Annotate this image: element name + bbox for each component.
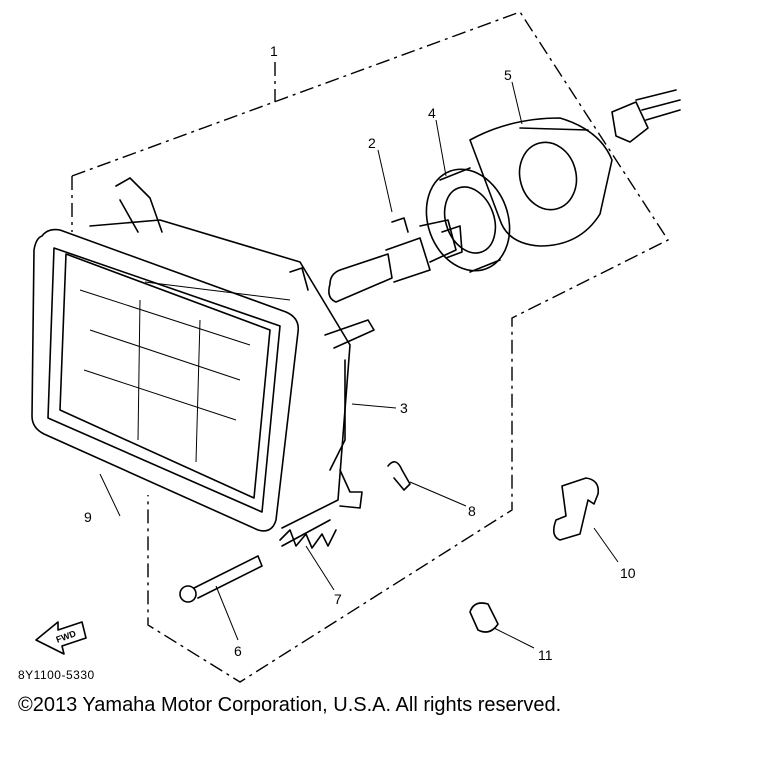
callout-7: 7: [334, 591, 342, 607]
callout-1: 1: [270, 43, 278, 59]
callout-11: 11: [538, 647, 553, 663]
fwd-arrow-icon: FWD: [35, 621, 87, 655]
diagram-code: 8Y1100-5330: [18, 668, 95, 682]
leader-lines: [99, 81, 619, 649]
lens: [79, 281, 291, 463]
callout-10: 10: [620, 565, 636, 581]
callout-4: 4: [428, 105, 436, 121]
callout-6: 6: [234, 643, 242, 659]
callout-9: 9: [84, 509, 92, 525]
bulb: [328, 217, 463, 303]
dust-cover: [469, 117, 613, 247]
clip-small: [469, 602, 499, 633]
callout-2: 2: [368, 135, 376, 151]
callout-3: 3: [400, 400, 408, 416]
bulb-holder: [425, 167, 511, 273]
spring: [279, 519, 337, 549]
headlight-rim: [31, 228, 300, 532]
headlight-housing: [89, 177, 375, 529]
clamp: [552, 477, 600, 541]
clip: [387, 461, 411, 491]
callout-8: 8: [468, 503, 476, 519]
copyright-notice: ©2013 Yamaha Motor Corporation, U.S.A. A…: [18, 694, 562, 716]
wire-connector: [611, 89, 681, 143]
screw: [179, 555, 263, 603]
callout-5: 5: [504, 67, 512, 83]
assembly-boundary: [71, 11, 670, 683]
